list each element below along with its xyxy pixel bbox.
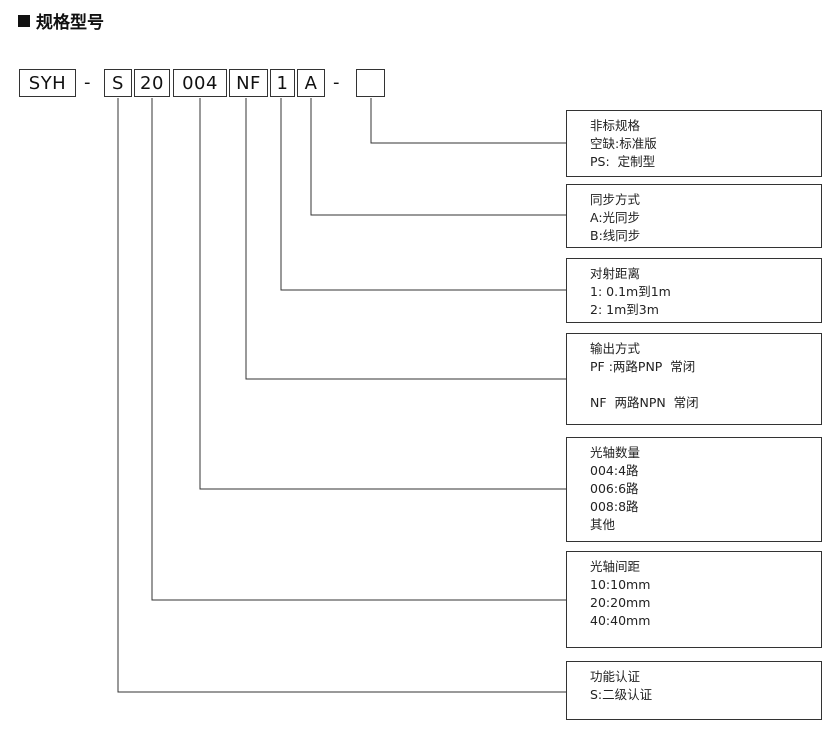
box-cert-line: S:二级认证 — [590, 687, 653, 702]
box-output: 输出方式 PF :两路PNP 常闭 NF 两路NPN 常闭 — [566, 333, 822, 425]
box-pitch-line: 40:40mm — [590, 613, 651, 628]
box-cert: 功能认证 S:二级认证 — [566, 661, 822, 720]
connector-output — [245, 98, 566, 380]
box-output-spacer — [590, 376, 821, 394]
box-sync-line: A:光同步 — [590, 210, 641, 225]
box-cert-heading: 功能认证 — [590, 669, 641, 684]
connector-range — [280, 98, 566, 291]
box-count: 光轴数量 004:4路 006:6路 008:8路 其他 — [566, 437, 822, 542]
connector-pitch — [151, 98, 566, 601]
section-title: 规格型号 — [18, 8, 104, 33]
square-bullet-icon — [18, 14, 30, 27]
box-range-line: 2: 1m到3m — [590, 302, 659, 317]
box-output-heading: 输出方式 — [590, 341, 641, 356]
code-separator-2: - — [333, 72, 340, 93]
box-custom-heading: 非标规格 — [590, 118, 641, 133]
box-output-line: PF :两路PNP 常闭 — [590, 359, 696, 374]
box-output-line: NF 两路NPN 常闭 — [590, 395, 699, 410]
box-sync-heading: 同步方式 — [590, 192, 641, 207]
box-pitch: 光轴间距 10:10mm 20:20mm 40:40mm — [566, 551, 822, 648]
box-custom-line: 空缺:标准版 — [590, 136, 657, 151]
box-count-line: 008:8路 — [590, 499, 639, 514]
box-range-heading: 对射距离 — [590, 266, 641, 281]
box-sync-line: B:线同步 — [590, 228, 641, 243]
box-sync: 同步方式 A:光同步 B:线同步 — [566, 184, 822, 248]
code-cert: S — [104, 69, 132, 97]
code-range: 1 — [270, 69, 295, 97]
code-sync: A — [297, 69, 325, 97]
box-pitch-heading: 光轴间距 — [590, 559, 641, 574]
code-separator: - — [84, 72, 91, 93]
connector-custom — [370, 98, 566, 144]
code-output: NF — [229, 69, 268, 97]
code-custom — [356, 69, 385, 97]
box-count-heading: 光轴数量 — [590, 445, 641, 460]
code-series: SYH — [19, 69, 76, 97]
section-title-text: 规格型号 — [36, 13, 104, 33]
box-pitch-line: 20:20mm — [590, 595, 651, 610]
box-pitch-line: 10:10mm — [590, 577, 651, 592]
code-count: 004 — [173, 69, 227, 97]
box-range-line: 1: 0.1m到1m — [590, 284, 671, 299]
code-pitch: 20 — [134, 69, 170, 97]
connector-sync — [310, 98, 566, 216]
box-custom-line: PS: 定制型 — [590, 154, 656, 169]
connector-cert — [117, 98, 566, 693]
box-custom: 非标规格 空缺:标准版 PS: 定制型 — [566, 110, 822, 177]
connector-count — [199, 98, 566, 490]
box-range: 对射距离 1: 0.1m到1m 2: 1m到3m — [566, 258, 822, 323]
box-count-line: 004:4路 — [590, 463, 639, 478]
box-count-line: 其他 — [590, 517, 616, 532]
box-count-line: 006:6路 — [590, 481, 639, 496]
